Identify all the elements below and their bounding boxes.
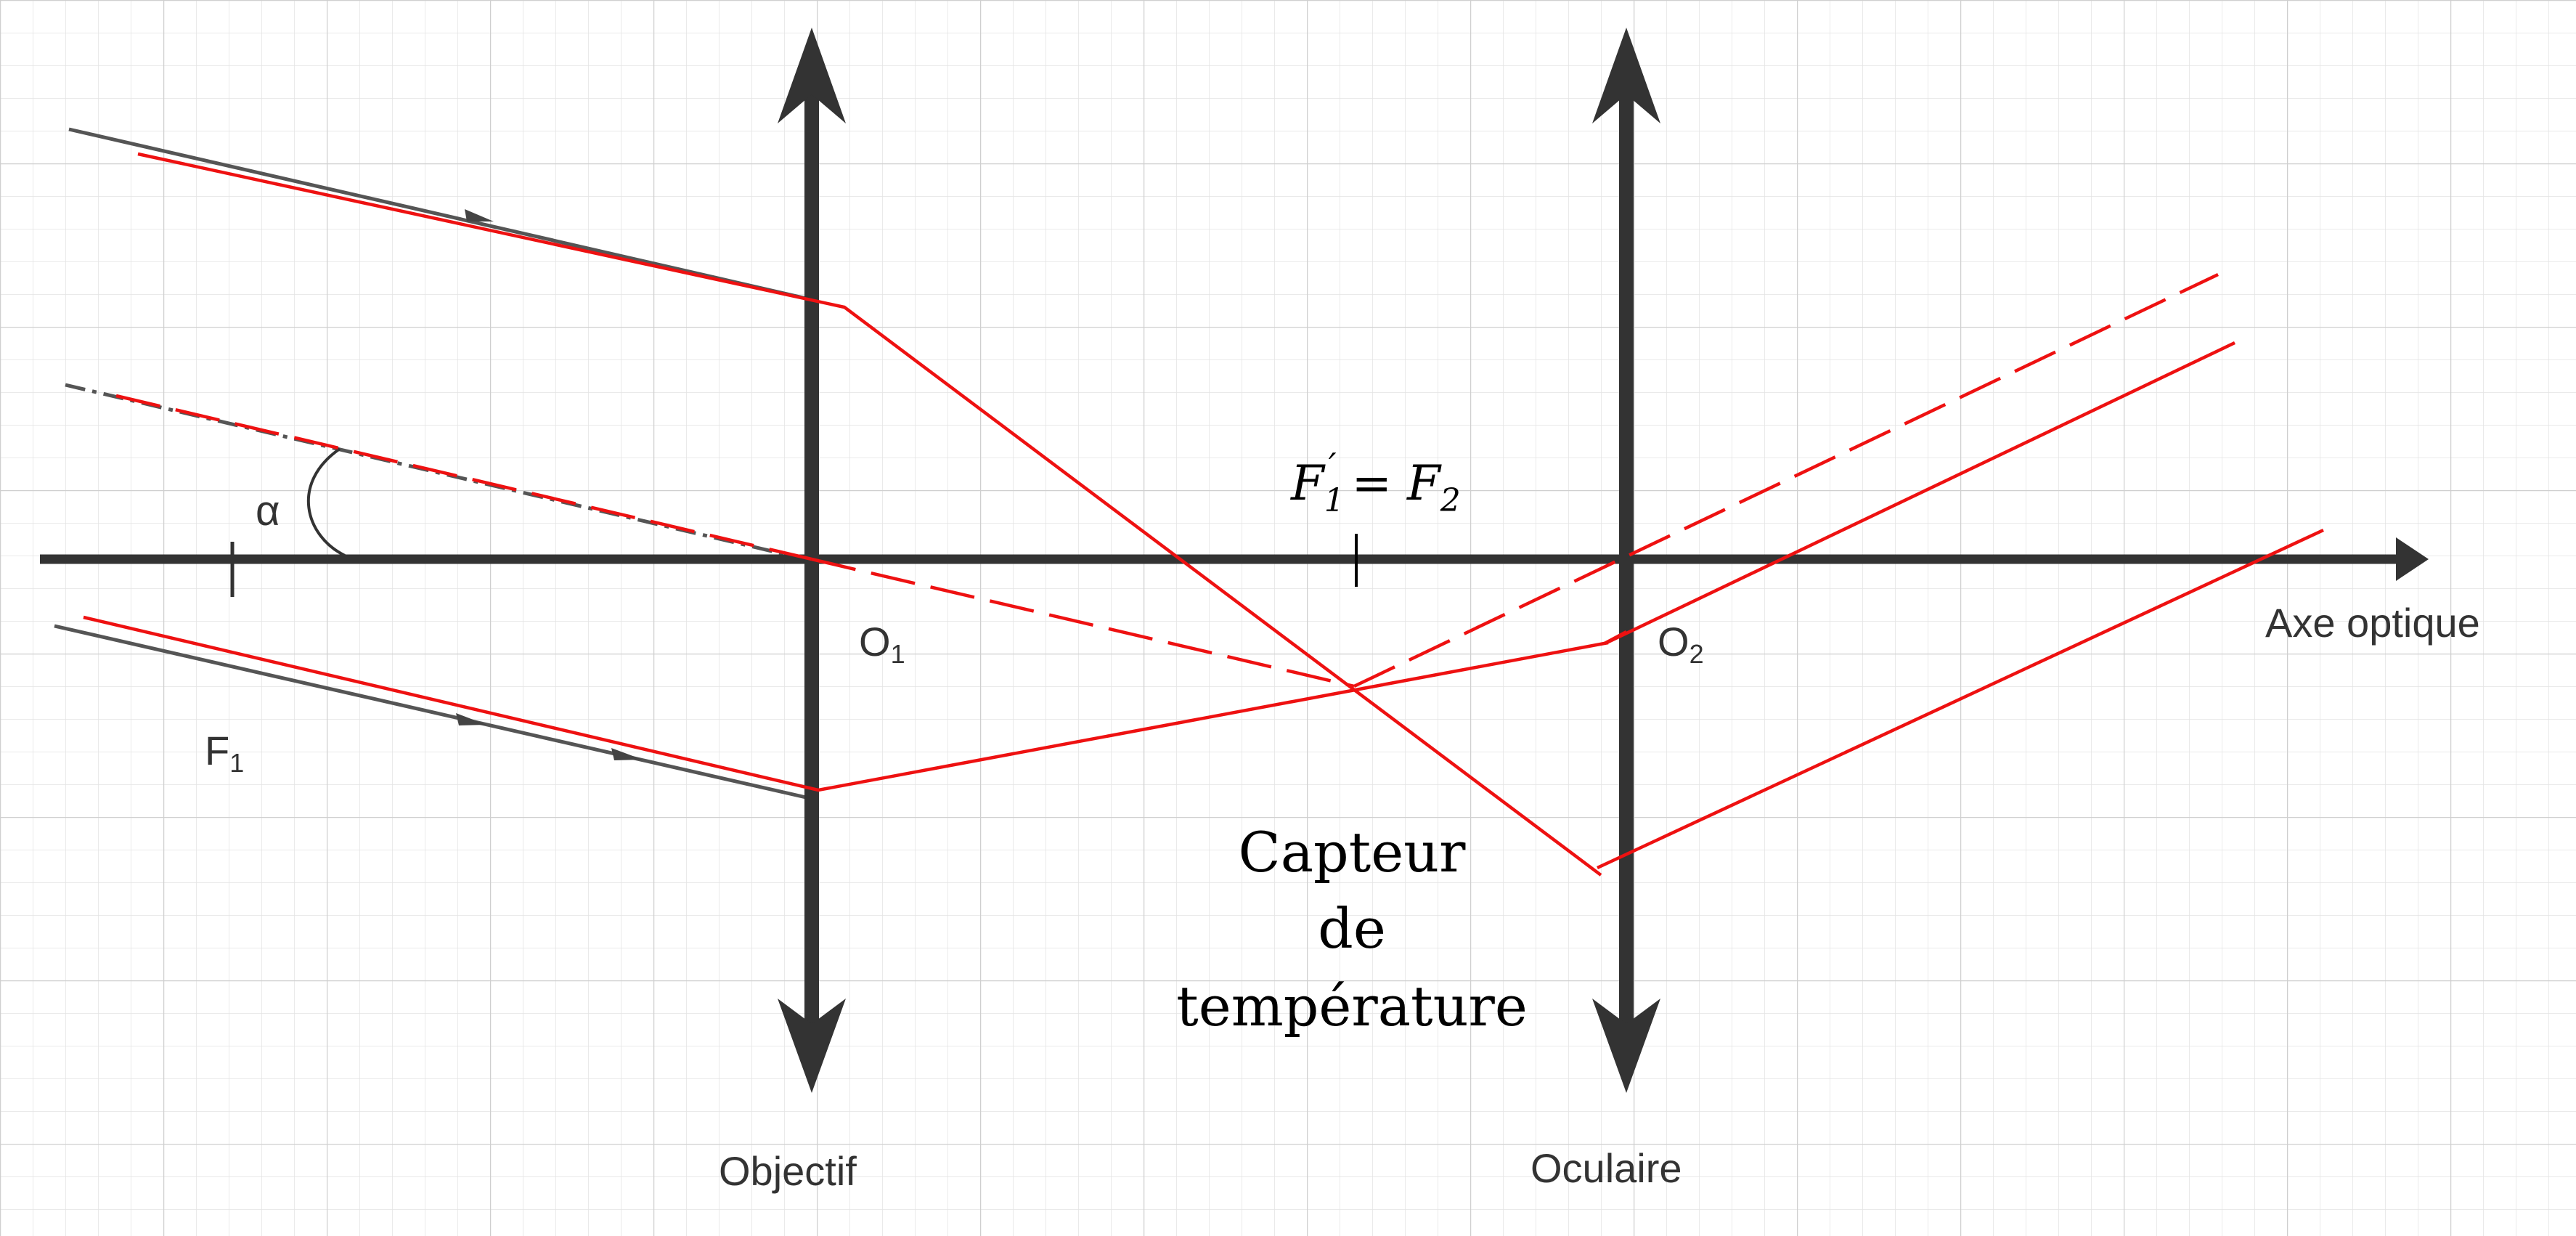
eyepiece-lens [1592,28,1660,1093]
o1-label: O1 [859,619,905,669]
arrow-icon [456,713,486,725]
focal-label: F1′ = F2 [1290,446,1461,519]
ray-middle-dashed-continuation [811,557,1355,688]
red-rays [83,152,2324,877]
converging-lens-top-arrow-icon [778,28,846,123]
eyepiece-label: Oculaire [1530,1145,1682,1191]
original-ray-top [68,127,810,301]
original-ray-bottom [54,624,807,800]
arrow-icon [611,748,643,760]
converging-lens-bottom-arrow-icon [1592,999,1660,1093]
arrow-icon [465,209,494,221]
ray-middle-dashed-exit [1353,272,2219,688]
angle-label: α [256,487,280,534]
ray-bottom-join [1603,630,1628,645]
sensor-label-line2: de [1318,896,1386,961]
arrow-right-icon [2396,537,2429,581]
sensor-label-line3: température [1176,974,1528,1038]
objective-label: Objectif [719,1148,857,1194]
original-ray-arrows [456,209,643,760]
angle-arc [306,447,346,557]
optical-axis [40,537,2429,597]
sensor-label-line1: Capteur [1239,820,1467,885]
ray-top-exit [1597,528,2324,870]
o2-label: O2 [1658,619,1704,669]
sensor-label: Capteur de température [1176,820,1528,1038]
f1-label: F1 [205,728,244,778]
converging-lens-bottom-arrow-icon [778,999,846,1093]
ray-bottom-exit [1606,341,2235,645]
converging-lens-top-arrow-icon [1592,28,1660,123]
ray-bottom-through-objective [83,615,1609,792]
axis-label: Axe optique [2265,600,2480,646]
